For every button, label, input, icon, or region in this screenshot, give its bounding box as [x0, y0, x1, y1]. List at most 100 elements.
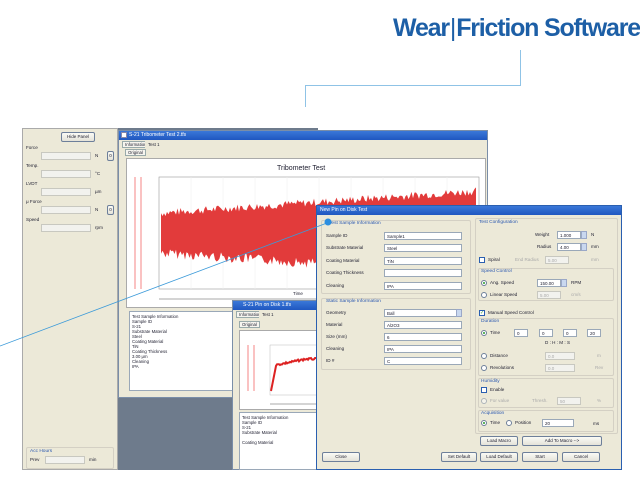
static-cleaning-input[interactable]: IPA	[384, 345, 462, 353]
distance-input[interactable]: 0.0	[545, 352, 575, 360]
time-radio[interactable]	[481, 330, 487, 336]
pin-chart-area	[239, 330, 327, 410]
humidity-enable-checkbox[interactable]	[481, 387, 487, 393]
acq-time-radio[interactable]	[481, 420, 487, 426]
main-window-title: S-21 Tribometer Test 2.tfs	[129, 132, 187, 138]
distance-label: Distance	[490, 353, 508, 358]
substrate-input[interactable]: Steel	[384, 244, 462, 252]
humidity-group	[478, 378, 614, 408]
minutes-input[interactable]: 0	[563, 329, 577, 337]
revolutions-radio[interactable]	[481, 365, 487, 371]
dialog-titlebar[interactable]: New Pin on Disk Test	[317, 206, 621, 215]
days-input[interactable]: 0	[514, 329, 528, 337]
end-radius-label: End Radius	[515, 257, 539, 262]
speed-control-group	[478, 268, 614, 301]
for-value-radio[interactable]	[481, 398, 487, 404]
close-button[interactable]: Close	[322, 452, 360, 462]
force-zero-button[interactable]: 0	[107, 151, 114, 161]
thresh-label: Thresh.	[532, 398, 548, 403]
acc-hours-group: Acc Hours Prev min	[26, 447, 114, 469]
tab-test-1[interactable]: Test 1	[259, 311, 277, 318]
revolutions-input[interactable]: 0.0	[545, 364, 575, 372]
id-label: ID #	[326, 358, 335, 363]
size-label: Size (mm)	[326, 334, 347, 339]
load-macro-button[interactable]: Load Macro	[480, 436, 518, 446]
force-unit: N	[95, 153, 99, 158]
linear-speed-radio[interactable]	[481, 292, 487, 298]
size-input[interactable]: 6	[384, 333, 462, 341]
temp-unit: °C	[95, 171, 101, 176]
seconds-input[interactable]: 20	[587, 329, 601, 337]
linear-speed-unit: cm/s	[571, 292, 581, 297]
sample-info-text[interactable]: Test Sample Information Sample ID S-21 S…	[129, 311, 237, 391]
app-icon	[121, 132, 127, 138]
manual-speed-checkbox[interactable]: ✓	[479, 310, 485, 316]
weight-spinner[interactable]	[581, 231, 587, 239]
ang-speed-unit: RPM	[571, 280, 582, 285]
weight-input[interactable]: 1.000	[557, 231, 581, 239]
linear-speed-input[interactable]: 5.00	[537, 291, 561, 299]
speed-label: Speed	[26, 217, 40, 222]
weight-unit: N	[591, 232, 595, 237]
humidity-header: Humidity	[481, 379, 500, 384]
acc-hours-title: Acc Hours	[30, 449, 53, 454]
radius-input[interactable]: 4.00	[557, 243, 581, 251]
temp-label: Temp.	[26, 163, 39, 168]
hide-panel-button[interactable]: Hide Panel	[61, 132, 95, 142]
brand-logo: Wear|Friction Software	[393, 14, 640, 42]
sample-id-input[interactable]: Sample1	[384, 232, 462, 240]
spiral-checkbox[interactable]	[479, 257, 485, 263]
ang-speed-radio[interactable]	[481, 280, 487, 286]
ang-speed-input[interactable]: 150.00	[537, 279, 561, 287]
pin-chart	[247, 344, 327, 405]
sample-id-label: Sample ID	[326, 233, 348, 238]
substrate-label: Substrate Material	[326, 245, 364, 250]
coating-material-input[interactable]: TiN	[384, 257, 462, 265]
id-input[interactable]: C	[384, 357, 462, 365]
coating-thickness-label: Coating Thickness	[326, 270, 364, 275]
acc-unit: min	[89, 457, 97, 462]
cleaning-input[interactable]: IPA	[384, 282, 462, 290]
pin-window-titlebar[interactable]: S-21 Pin on Disk 1.tfs	[233, 301, 323, 310]
tab-original[interactable]: Original	[125, 149, 146, 156]
lvdt-unit: µm	[95, 189, 102, 194]
distance-radio[interactable]	[481, 353, 487, 359]
cancel-button[interactable]: Cancel	[562, 452, 600, 462]
end-radius-input[interactable]: 5.00	[545, 256, 569, 264]
thresh-input[interactable]: 50	[557, 397, 581, 405]
coating-material-label: Coating Material	[326, 258, 360, 263]
tab-test-1[interactable]: Test 1	[145, 141, 163, 148]
dialog-title: New Pin on Disk Test	[320, 207, 368, 213]
sample-info-header: Test Sample Information	[329, 221, 381, 226]
revolutions-unit: Rev	[595, 365, 604, 370]
acquisition-group	[478, 410, 614, 432]
load-default-button[interactable]: Load Default	[480, 452, 518, 462]
material-label: Material	[326, 322, 343, 327]
test-config-header: Test Configuration	[479, 220, 518, 225]
test-config-group	[475, 218, 618, 434]
distance-unit: m	[597, 353, 601, 358]
chevron-down-icon[interactable]	[456, 309, 462, 317]
linear-speed-label: Linear Speed	[490, 292, 518, 297]
radius-spinner[interactable]	[581, 243, 587, 251]
start-button[interactable]: Start	[522, 452, 558, 462]
mu-force-zero-button[interactable]: 0	[107, 205, 114, 215]
tab-original[interactable]: Original	[239, 321, 260, 328]
add-to-macro-button[interactable]: Add To Macro -->	[522, 436, 602, 446]
left-panel: Hide Panel Force N 0 Temp. °C LVDT µm μ …	[22, 128, 118, 470]
hours-input[interactable]: 0	[539, 329, 553, 337]
speed-control-header: Speed Control	[481, 269, 512, 274]
acq-position-radio[interactable]	[506, 420, 512, 426]
pin-sample-info-text[interactable]: Test Sample Information Sample ID S-21 S…	[239, 412, 325, 470]
geometry-select[interactable]: Ball	[384, 309, 462, 317]
ang-speed-spinner[interactable]	[561, 279, 567, 287]
set-default-button[interactable]: Set Default	[441, 452, 477, 462]
main-window-titlebar[interactable]: S-21 Tribometer Test 2.tfs	[119, 131, 487, 140]
x-axis-label: Time	[292, 291, 304, 296]
material-input[interactable]: Al2O3	[384, 321, 462, 329]
coating-thickness-input[interactable]	[384, 269, 462, 277]
acq-interval-input[interactable]: 20	[542, 419, 574, 427]
mu-force-field	[41, 206, 91, 214]
time-label: Time	[490, 330, 501, 335]
speed-field	[41, 224, 91, 232]
